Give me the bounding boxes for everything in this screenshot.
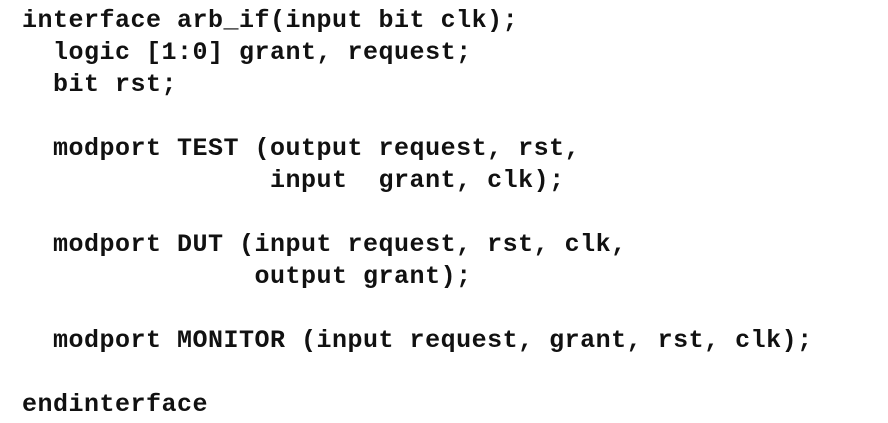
code-line: modport MONITOR (input request, grant, r…	[22, 326, 813, 355]
code-line: modport TEST (output request, rst,	[22, 134, 581, 163]
code-line: logic [1:0] grant, request;	[22, 38, 472, 67]
code-line	[22, 357, 813, 389]
code-line	[22, 197, 813, 229]
code-listing: interface arb_if(input bit clk); logic […	[22, 5, 813, 421]
code-line: output grant);	[22, 262, 472, 291]
code-line	[22, 293, 813, 325]
code-line: interface arb_if(input bit clk);	[22, 6, 519, 35]
code-line: bit rst;	[22, 70, 178, 99]
code-line	[22, 101, 813, 133]
code-line: endinterface	[22, 390, 209, 419]
code-line: modport DUT (input request, rst, clk,	[22, 230, 627, 259]
code-line: input grant, clk);	[22, 166, 565, 195]
